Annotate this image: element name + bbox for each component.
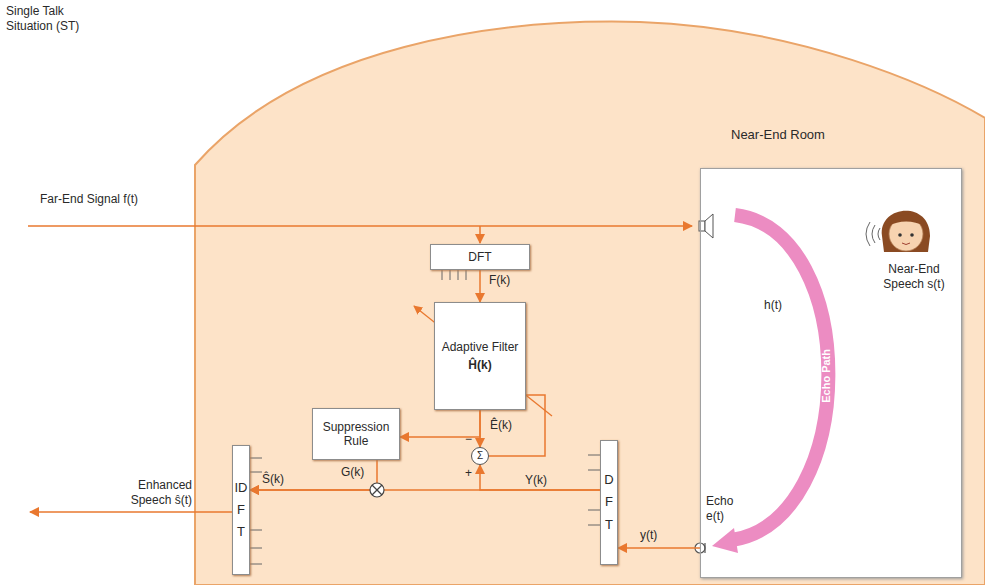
dft-box: DFT xyxy=(600,440,618,565)
adaptive-filter-box: Adaptive FilterĤ(k) xyxy=(434,302,526,410)
far-end-branch xyxy=(479,226,481,243)
signal-name: Near-End Speech s(t) xyxy=(872,262,956,292)
node-text: IDFT xyxy=(235,477,248,543)
sign-label: − xyxy=(465,432,475,447)
far-end-wire xyxy=(28,225,692,227)
signal-name: G(k) xyxy=(341,465,364,480)
diagram-title: Single Talk Situation (ST) xyxy=(6,4,106,34)
node-text: Near-End Room xyxy=(731,127,891,142)
node-text: Σ xyxy=(477,450,483,462)
signal-name: y(t) xyxy=(640,528,657,543)
output-wire xyxy=(30,511,232,513)
node-text: Adaptive Filter xyxy=(442,340,519,354)
node-text: DFT xyxy=(603,469,616,535)
sign-label: + xyxy=(465,466,475,481)
loudspeaker xyxy=(699,214,713,238)
bin-ticks xyxy=(250,270,600,564)
path-name: Echo Path xyxy=(820,341,834,411)
signal-name: Ê(k) xyxy=(490,418,512,433)
signal-name: Y(k) xyxy=(525,473,547,488)
canceller-housing xyxy=(195,22,985,585)
echo-path-head xyxy=(712,528,738,553)
signal-connector xyxy=(479,270,481,302)
node-text: Suppression Rule xyxy=(313,420,399,449)
multiplier-symbol xyxy=(370,483,384,497)
node-text: Ĥ(k) xyxy=(468,358,491,372)
signal-name: Echo e(t) xyxy=(706,494,746,524)
signal-name: Ŝ(k) xyxy=(262,472,296,487)
echo-path-band xyxy=(732,215,828,540)
signal-connector xyxy=(480,465,600,490)
signal-connector xyxy=(250,460,377,490)
idft-box: IDFT xyxy=(232,445,250,575)
signal-name: F(k) xyxy=(489,273,510,288)
signal-name: h(t) xyxy=(764,298,794,313)
signal-name: Far-End Signal f(t) xyxy=(40,192,140,207)
node-text: DFT xyxy=(468,250,491,264)
signal-connector xyxy=(618,547,700,549)
suppression-box: Suppression Rule xyxy=(312,408,400,460)
signal-name: Enhanced Speech ŝ(t) xyxy=(110,478,192,508)
summation-node: Σ xyxy=(471,447,489,465)
dft-box: DFT xyxy=(430,244,530,270)
near-end-talker xyxy=(866,211,930,252)
room-ground xyxy=(700,168,962,578)
